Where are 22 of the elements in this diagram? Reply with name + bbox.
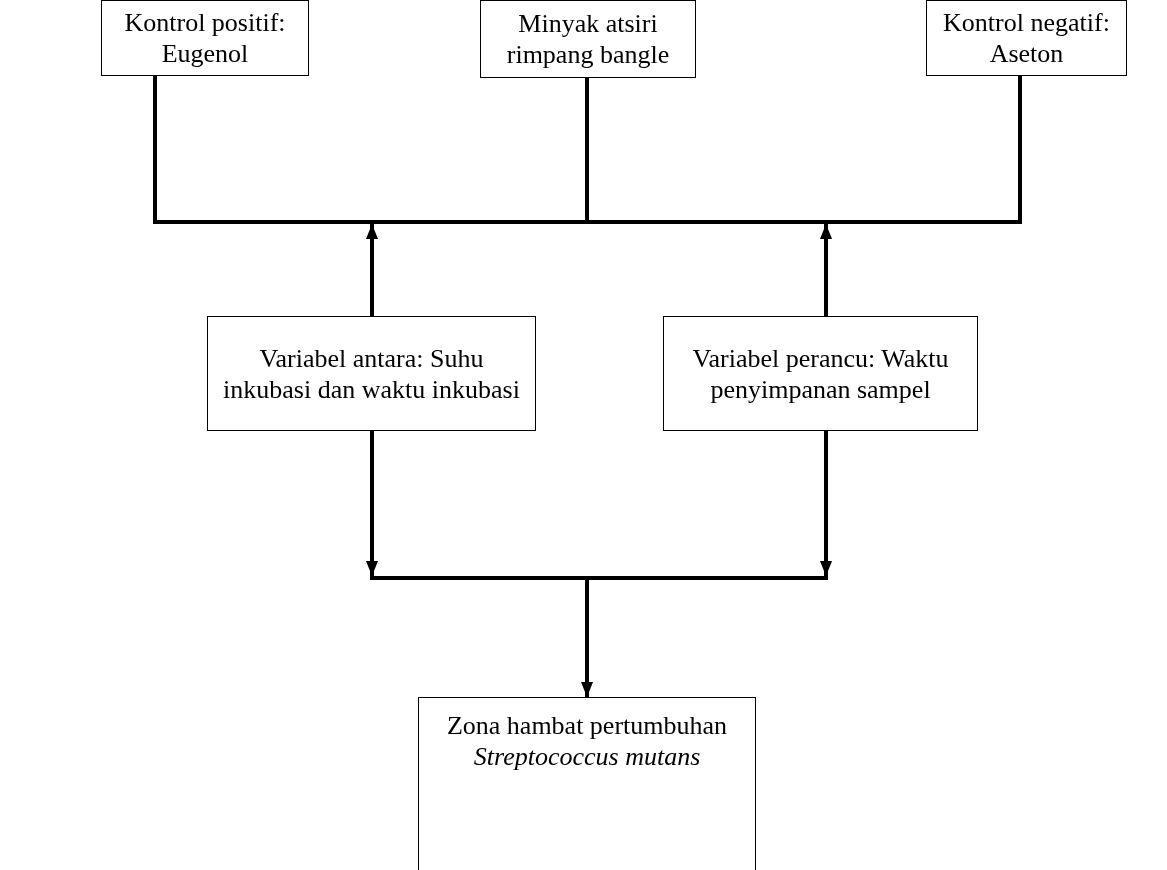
box-label: Kontrol negatif: Aseton: [942, 7, 1111, 69]
process-box: [663, 316, 978, 431]
connector-line: [585, 78, 589, 220]
connector-line: [153, 76, 157, 220]
arrow: [581, 580, 593, 697]
box-label: Variabel antara: Suhu inkubasi dan waktu inkubasi: [222, 342, 521, 405]
process-box: [207, 316, 536, 431]
box-label: Variabel perancu: Waktu penyimpanan sampel: [691, 342, 950, 405]
connector-bar: [153, 220, 1022, 224]
box-label: Minyak atsiri rimpang bangle: [505, 8, 671, 70]
box-label: Kontrol positif: Eugenol: [123, 7, 287, 69]
arrow: [366, 431, 378, 576]
connector-line: [1018, 76, 1022, 220]
arrow: [820, 431, 832, 576]
result-box: [418, 697, 756, 870]
process-box: [101, 0, 309, 76]
process-box: [480, 0, 696, 78]
process-box: [926, 0, 1127, 76]
connector-bar: [370, 576, 828, 580]
arrow: [820, 224, 832, 316]
box-label: Zona hambat pertumbuhan Streptococcus mutans: [445, 710, 729, 772]
arrow: [366, 224, 378, 316]
